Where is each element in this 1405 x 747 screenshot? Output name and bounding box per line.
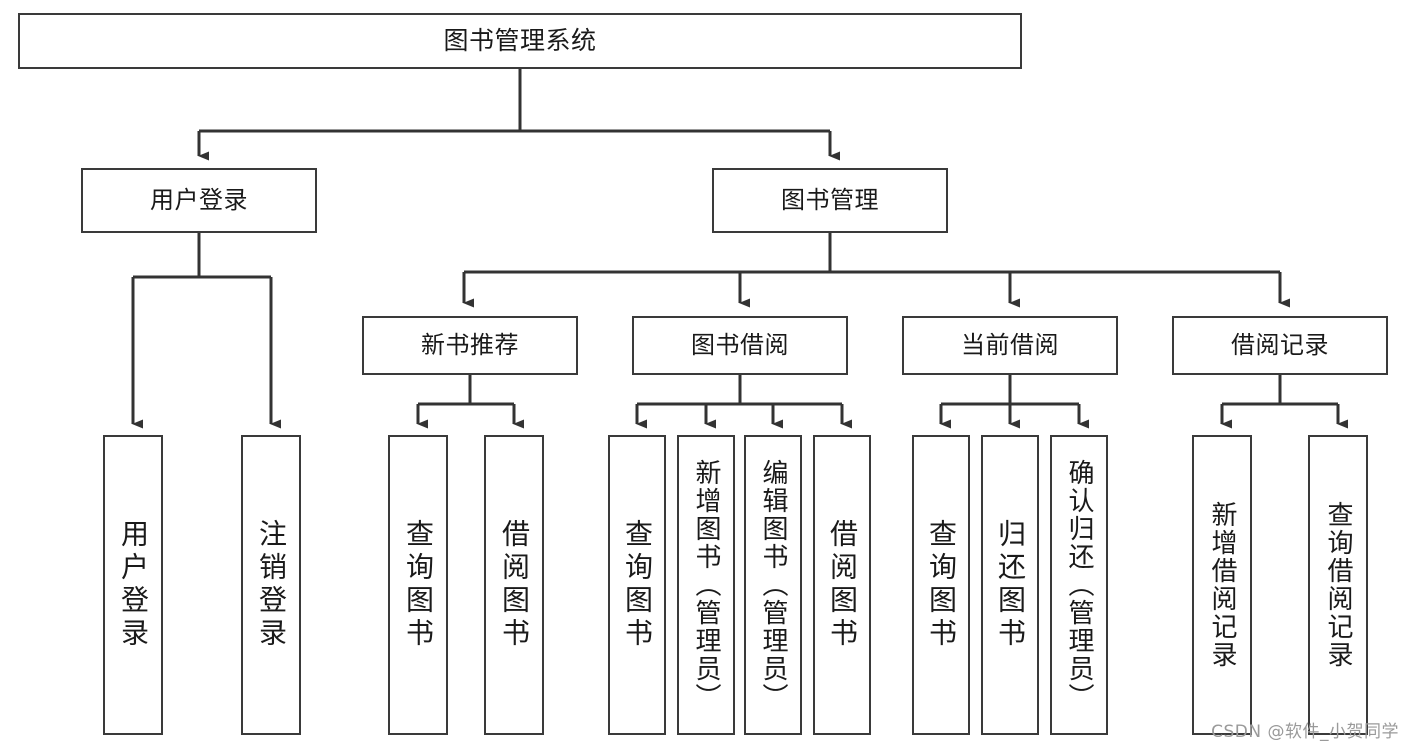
- node-book-borrow[interactable]: 图书借阅: [632, 316, 848, 375]
- node-label: 用户登录: [117, 519, 150, 651]
- node-leaf-add-book[interactable]: 新增图书（管理员）: [677, 435, 735, 735]
- node-leaf-query-book-current[interactable]: 查询图书: [912, 435, 970, 735]
- node-label: 图书管理: [781, 185, 879, 214]
- node-leaf-logout[interactable]: 注销登录: [241, 435, 301, 735]
- node-label: 借阅图书: [498, 519, 531, 651]
- csdn-watermark: CSDN @软件_小贺同学: [1211, 722, 1399, 742]
- node-leaf-user-login[interactable]: 用户登录: [103, 435, 163, 735]
- node-label: 查询图书: [925, 519, 958, 651]
- node-book-management[interactable]: 图书管理: [712, 168, 948, 233]
- node-label: 注销登录: [255, 519, 288, 651]
- node-label: 新书推荐: [421, 330, 519, 359]
- node-label: 借阅记录: [1231, 330, 1329, 359]
- node-label: 新增图书（管理员）: [691, 459, 721, 711]
- node-label: 图书借阅: [691, 330, 789, 359]
- node-label: 归还图书: [994, 519, 1027, 651]
- node-label: 查询图书: [621, 519, 654, 651]
- node-leaf-query-book-recommend[interactable]: 查询图书: [388, 435, 448, 735]
- node-book-management-system[interactable]: 图书管理系统: [18, 13, 1022, 69]
- node-new-book-recommend[interactable]: 新书推荐: [362, 316, 578, 375]
- node-label: 编辑图书（管理员）: [758, 459, 788, 711]
- node-leaf-confirm-return[interactable]: 确认归还（管理员）: [1050, 435, 1108, 735]
- node-leaf-add-borrow-record[interactable]: 新增借阅记录: [1192, 435, 1252, 735]
- node-leaf-query-book-borrow[interactable]: 查询图书: [608, 435, 666, 735]
- node-leaf-borrow-book-recommend[interactable]: 借阅图书: [484, 435, 544, 735]
- node-borrow-record[interactable]: 借阅记录: [1172, 316, 1388, 375]
- node-leaf-query-borrow-record[interactable]: 查询借阅记录: [1308, 435, 1368, 735]
- node-label: 当前借阅: [961, 330, 1059, 359]
- node-label: 查询图书: [402, 519, 435, 651]
- node-label: 查询借阅记录: [1323, 501, 1353, 669]
- node-leaf-borrow-book-borrow[interactable]: 借阅图书: [813, 435, 871, 735]
- node-leaf-return-book[interactable]: 归还图书: [981, 435, 1039, 735]
- node-label: 借阅图书: [826, 519, 859, 651]
- node-label: 新增借阅记录: [1207, 501, 1237, 669]
- node-label: 确认归还（管理员）: [1064, 459, 1094, 711]
- node-label: 图书管理系统: [443, 25, 597, 55]
- node-label: 用户登录: [150, 185, 248, 214]
- node-leaf-edit-book[interactable]: 编辑图书（管理员）: [744, 435, 802, 735]
- node-user-login[interactable]: 用户登录: [81, 168, 317, 233]
- node-current-borrow[interactable]: 当前借阅: [902, 316, 1118, 375]
